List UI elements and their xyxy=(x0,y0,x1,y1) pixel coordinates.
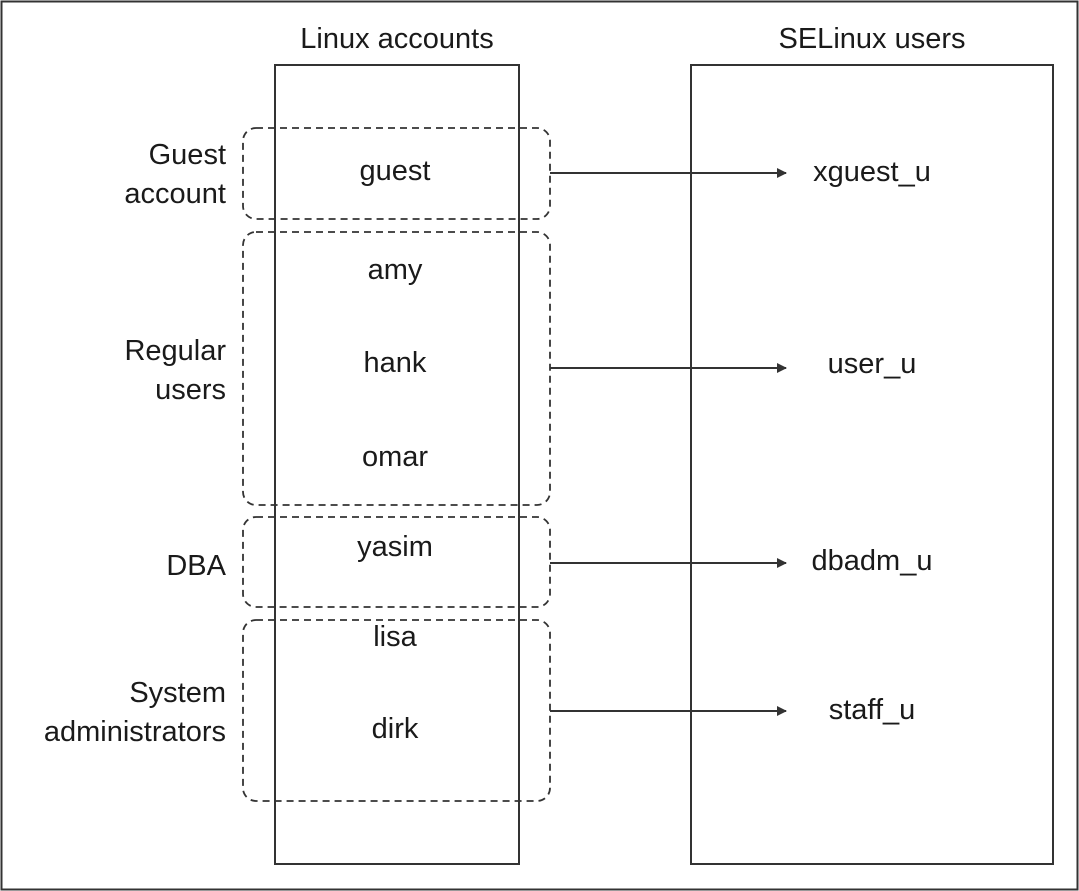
group-boundary xyxy=(242,127,551,220)
selinux-user-name: user_u xyxy=(828,348,917,380)
selinux-user-name: dbadm_u xyxy=(812,545,933,577)
selinux-users-box xyxy=(690,64,1054,865)
account-name: guest xyxy=(360,155,431,187)
linux-accounts-header: Linux accounts xyxy=(300,23,493,55)
group-system-administrators: System administrators lisa dirk staff_u xyxy=(44,619,916,802)
account-name: lisa xyxy=(373,621,417,653)
account-name: omar xyxy=(362,441,428,473)
group-label-line: System xyxy=(129,677,226,709)
group-guest-account: Guest account guest xguest_u xyxy=(124,127,931,220)
group-label-line: account xyxy=(124,178,226,210)
account-name: amy xyxy=(368,254,423,286)
selinux-user-name: staff_u xyxy=(829,694,916,726)
group-label-line: DBA xyxy=(166,550,226,582)
group-label-line: Guest xyxy=(149,139,226,171)
linux-accounts-box xyxy=(274,64,520,865)
group-label-line: Regular xyxy=(124,335,226,367)
group-label-line: users xyxy=(155,374,226,406)
selinux-user-name: xguest_u xyxy=(813,156,931,188)
selinux-users-header: SELinux users xyxy=(779,23,966,55)
account-name: dirk xyxy=(372,713,419,745)
group-label-line: administrators xyxy=(44,716,226,748)
account-name: hank xyxy=(364,347,427,379)
account-name: yasim xyxy=(357,531,433,563)
group-regular-users: Regular users amy hank omar user_u xyxy=(124,231,917,506)
group-dba: DBA yasim dbadm_u xyxy=(166,516,933,608)
